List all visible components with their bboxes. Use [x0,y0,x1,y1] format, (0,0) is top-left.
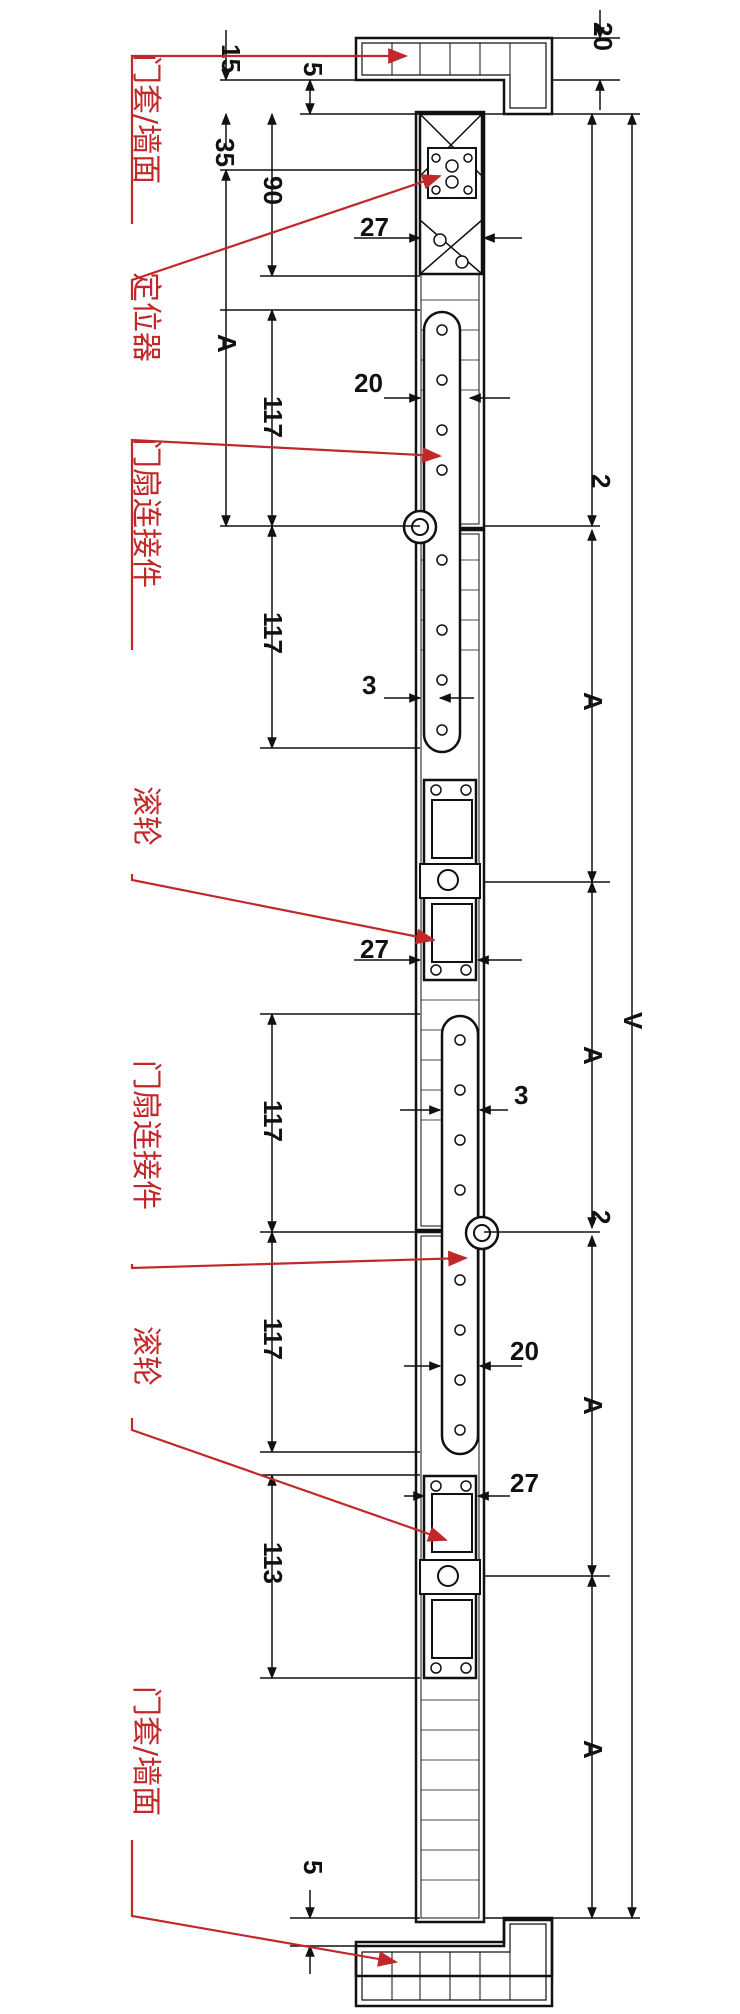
dim-117-b: 117 [258,612,288,654]
dim-27-b: 27 [360,934,389,964]
right-dimension-lines [484,10,640,1920]
dim-20-b: 20 [510,1336,539,1366]
top-frame [354,36,554,116]
roller-1 [419,778,481,982]
label-connector-2: 门扇连接件 [128,1060,163,1210]
roller-2 [419,1474,481,1680]
dim-117-c: 117 [258,1100,288,1142]
door-connector-1 [402,310,462,754]
callout-arrows [130,48,468,1967]
locator-hardware [418,112,484,276]
dim-20-top: 20 [588,22,618,51]
dim-2-a: 2 [586,474,616,488]
dim-A-3: A [578,1396,608,1415]
label-roller-2: 滚轮 [128,1326,163,1386]
dim-27-a: 27 [360,212,389,242]
dimension-labels: 15 20 5 35 90 27 A 20 117 2 117 3 A 27 V… [210,22,648,1874]
dim-35: 35 [210,138,240,167]
door-connector-2 [440,1014,500,1456]
dim-90: 90 [258,176,288,205]
dim-117-a: 117 [258,396,288,438]
dim-A-4: A [578,1740,608,1759]
label-frame-top: 门套/墙面 [128,54,163,184]
dim-A-1: A [578,692,608,711]
label-frame-bottom: 门套/墙面 [128,1686,163,1816]
dim-V: V [618,1012,648,1030]
dim-3-b: 3 [514,1080,528,1110]
dim-113: 113 [258,1542,288,1584]
dim-3-a: 3 [362,670,376,700]
dim-5-bottom: 5 [298,1860,328,1874]
dim-20-a: 20 [354,368,383,398]
dim-15: 15 [216,44,246,73]
dim-27-c: 27 [510,1468,539,1498]
callout-labels: 门套/墙面 定位器 门扇连接件 滚轮 门扇连接件 滚轮 门套/墙面 [128,54,163,1816]
label-roller-1: 滚轮 [128,786,163,846]
left-dimension-lines [220,30,522,1974]
dim-A-left: A [212,334,242,353]
dim-117-d: 117 [258,1318,288,1360]
dim-A-2: A [578,1046,608,1065]
bottom-frame [354,1916,554,2008]
dim-2-b: 2 [586,1210,616,1224]
label-connector-1: 门扇连接件 [128,438,163,588]
label-locator: 定位器 [128,272,163,362]
dim-5-top: 5 [298,62,328,76]
